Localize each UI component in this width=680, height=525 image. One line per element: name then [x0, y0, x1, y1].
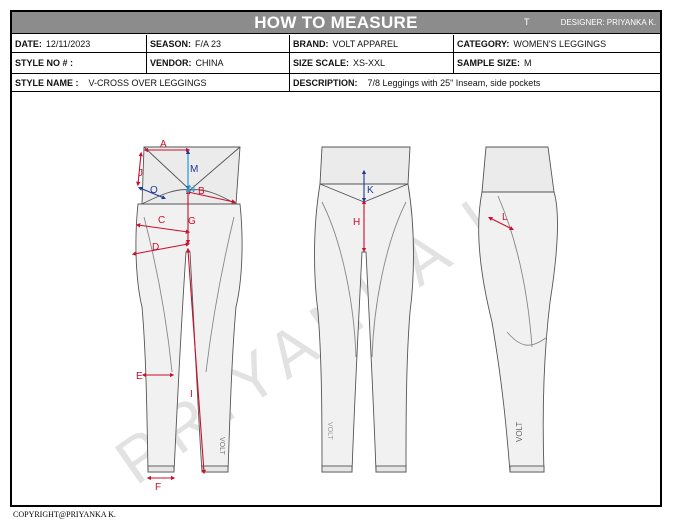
- measure-point-i: I: [190, 389, 193, 400]
- technical-drawing: PRIYANKA K.: [12, 92, 660, 505]
- side-view: [478, 146, 558, 473]
- measure-point-h: H: [353, 217, 360, 228]
- style-name-value: V-CROSS OVER LEGGINGS: [88, 77, 207, 88]
- measure-line-c: [135, 223, 191, 234]
- measure-point-e: E: [136, 371, 143, 382]
- description-value: 7/8 Leggings with 25" Inseam, side pocke…: [367, 77, 541, 88]
- measure-point-c: C: [158, 215, 165, 226]
- designer-credit: DESIGNER: PRIYANKA K.: [560, 18, 656, 27]
- front-panel-right: [205, 216, 235, 373]
- measure-point-b: B: [198, 186, 205, 197]
- side-pocket-panel: [497, 195, 533, 348]
- size-scale-value: XS-XXL: [353, 58, 386, 68]
- back-hem-right: [375, 465, 407, 473]
- back-panel-left: [321, 201, 357, 358]
- category-value: WOMEN'S LEGGINGS: [513, 38, 607, 49]
- measure-point-o: O: [150, 185, 158, 196]
- copyright-notice: COPYRIGHT@PRIYANKA K.: [13, 510, 116, 519]
- style-name-cell: STYLE NAME : V-CROSS OVER LEGGINGS: [12, 74, 290, 91]
- date-cell: DATE: 12/11/2023: [12, 35, 147, 52]
- measure-point-j: J: [138, 168, 143, 179]
- date-label: DATE:: [15, 38, 42, 49]
- measure-point-m: M: [190, 164, 198, 175]
- style-name-label: STYLE NAME :: [15, 77, 79, 88]
- back-panel-right: [371, 201, 407, 358]
- measure-point-k: K: [367, 185, 374, 196]
- front-panel-left: [143, 216, 173, 373]
- measure-line-j: [136, 151, 143, 187]
- description-cell: DESCRIPTION: 7/8 Leggings with 25" Insea…: [290, 74, 660, 91]
- back-view: [314, 146, 414, 473]
- date-value: 12/11/2023: [45, 38, 91, 49]
- info-row-3: STYLE NAME : V-CROSS OVER LEGGINGS DESCR…: [12, 74, 660, 92]
- measure-line-l: [488, 217, 514, 230]
- measure-point-n: N: [188, 184, 195, 195]
- description-label: DESCRIPTION:: [293, 77, 358, 88]
- measure-line-b: [185, 190, 237, 204]
- back-hem-left: [321, 465, 353, 473]
- measure-line-d: [131, 242, 191, 256]
- size-scale-cell: SIZE SCALE: XS-XXL: [290, 53, 454, 73]
- brand-cell: BRAND: VOLT APPAREL: [290, 35, 454, 52]
- style-no-cell: STYLE NO # :: [12, 53, 147, 73]
- sample-size-value: M: [524, 58, 532, 68]
- measure-line-o: [137, 186, 167, 200]
- measure-point-a: A: [160, 139, 167, 150]
- back-measure-labels: H K: [353, 185, 374, 228]
- measure-point-l: L: [502, 212, 508, 223]
- season-cell: SEASON: F/A 23: [147, 35, 290, 52]
- side-waistband: [481, 146, 555, 193]
- side-knee-panel: [506, 331, 548, 346]
- category-label: CATEGORY:: [457, 38, 510, 49]
- page-title: HOW TO MEASURE: [254, 13, 418, 32]
- front-hem-right: [201, 465, 229, 473]
- measure-line-i: [185, 247, 207, 475]
- front-measurements: [131, 147, 237, 481]
- vendor-label: VENDOR:: [150, 58, 192, 68]
- brand-mark-front: VOLT: [218, 437, 225, 455]
- brand-value: VOLT APPAREL: [332, 38, 399, 49]
- front-measure-labels: A B C D E F G I J M N O: [136, 139, 205, 493]
- title-mark: T: [524, 17, 530, 27]
- info-row-1: DATE: 12/11/2023 SEASON: F/A 23 BRAND: V…: [12, 35, 660, 53]
- info-row-2: STYLE NO # : VENDOR: CHINA SIZE SCALE: X…: [12, 53, 660, 74]
- size-scale-label: SIZE SCALE:: [293, 58, 350, 68]
- back-waistband: [319, 146, 411, 185]
- vendor-value: CHINA: [195, 58, 224, 68]
- sample-size-label: SAMPLE SIZE:: [457, 58, 521, 68]
- category-cell: CATEGORY: WOMEN'S LEGGINGS: [454, 35, 660, 52]
- side-hem: [509, 465, 545, 473]
- sample-size-cell: SAMPLE SIZE: M: [454, 53, 660, 73]
- vendor-cell: VENDOR: CHINA: [147, 53, 290, 73]
- style-no-label: STYLE NO # :: [15, 58, 74, 68]
- brand-mark-side: VOLT: [515, 422, 524, 442]
- measure-sheet: HOW TO MEASURE T DESIGNER: PRIYANKA K. D…: [10, 10, 662, 507]
- measure-point-d: D: [152, 242, 159, 253]
- brand-mark-back: VOLT: [326, 422, 333, 440]
- season-label: SEASON:: [150, 38, 192, 49]
- season-value: F/A 23: [195, 38, 222, 49]
- title-bar: HOW TO MEASURE T DESIGNER: PRIYANKA K.: [12, 12, 660, 34]
- leggings-flat-sketch: PRIYANKA K.: [102, 139, 558, 498]
- brand-label: BRAND:: [293, 38, 329, 49]
- front-hem-left: [147, 465, 175, 473]
- measure-point-f: F: [155, 482, 161, 493]
- measure-point-g: G: [188, 216, 196, 227]
